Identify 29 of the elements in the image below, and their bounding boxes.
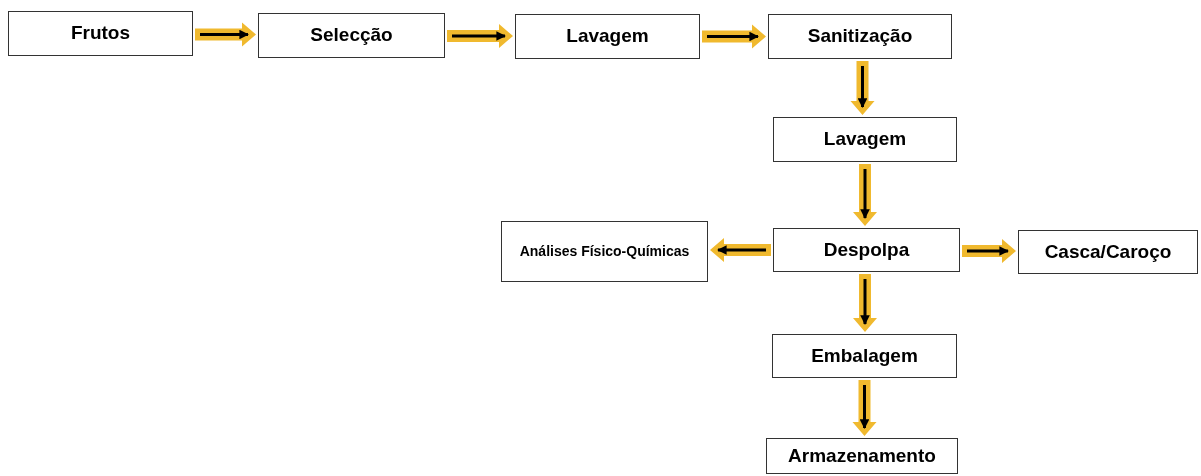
step-label: Frutos	[69, 21, 132, 46]
arrow	[962, 239, 1016, 263]
step-label: Despolpa	[822, 237, 911, 262]
arrow	[853, 274, 877, 332]
process-box	[258, 13, 445, 58]
process-box	[501, 221, 708, 282]
step-label: Sanitização	[806, 24, 914, 49]
process-box	[766, 438, 958, 474]
step-label: Análises Físico-Químicas	[518, 242, 691, 261]
process-box	[515, 14, 700, 59]
process-box	[8, 11, 193, 56]
arrow	[850, 61, 875, 115]
step-label: Armazenamento	[787, 443, 937, 468]
process-box	[768, 14, 952, 59]
step-label: Selecção	[309, 23, 394, 48]
arrow	[702, 24, 766, 49]
step-label: Lavagem	[822, 127, 908, 152]
arrow	[852, 380, 877, 436]
process-box	[773, 117, 957, 162]
process-box	[773, 228, 960, 272]
step-label: Casca/Caroço	[1043, 239, 1173, 264]
arrow	[710, 238, 771, 262]
process-box	[1018, 230, 1198, 274]
process-box	[772, 334, 957, 378]
step-label: Embalagem	[810, 343, 919, 368]
step-label: Lavagem	[565, 24, 650, 49]
arrow	[853, 164, 877, 226]
arrow	[195, 22, 256, 47]
arrow	[447, 24, 513, 48]
